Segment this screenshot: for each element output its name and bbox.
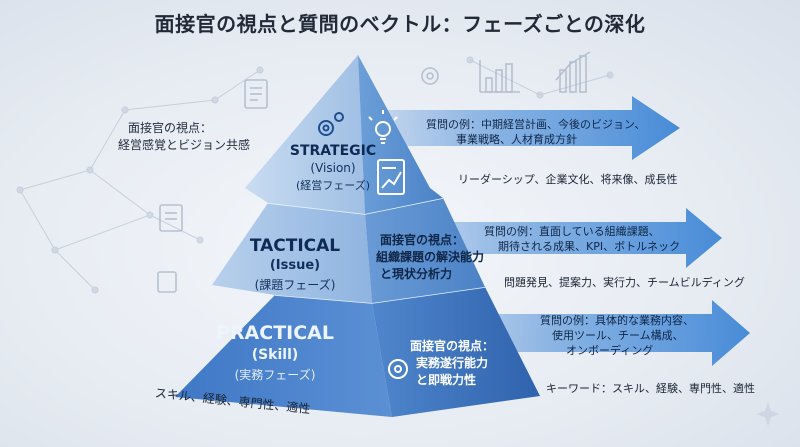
tier-strategic-sub: (Vision) — [310, 161, 356, 175]
practical-perspective-line2: 実務遂行能力 — [416, 356, 489, 370]
practical-perspective-line1: 面接官の視点： — [410, 339, 495, 353]
practical-perspective-line3: と即戦力性 — [416, 373, 477, 387]
tier-practical-phase: (実務フェーズ) — [234, 368, 316, 382]
practical-question-line2: 使用ツール、チーム構成、 — [552, 329, 684, 342]
strategic-question-line2: 事業戦略、人材育成方針 — [456, 133, 577, 146]
sparkle-icon — [756, 402, 780, 426]
gear-icon-practical — [388, 359, 408, 379]
practical-question-line3: オンボーディング — [566, 344, 654, 357]
tactical-perspective-line2: 組織課題の解決能力 — [376, 250, 485, 264]
arrow-strategic — [360, 96, 680, 160]
tier-tactical-name: TACTICAL — [249, 236, 341, 256]
lightbulb-icon — [368, 110, 398, 144]
tactical-perspective-line3: と現状分析力 — [380, 267, 453, 281]
tier-tactical-right — [365, 198, 485, 303]
side-note-line1: 面接官の視点： — [128, 121, 213, 135]
tier-tactical-left — [212, 203, 372, 303]
tier-strategic-name: STRATEGIC — [289, 143, 377, 159]
practical-keywords: キーワード：スキル、経験、専門性、適性 — [546, 382, 755, 395]
network-background — [16, 56, 614, 294]
side-note-line2: 経営感覚とビジョン共感 — [118, 138, 251, 152]
tier-tactical-sub: (Issue) — [269, 258, 321, 273]
tier-strategic-phase: (経営フェーズ) — [295, 179, 371, 192]
tier-practical-name: PRACTICAL — [216, 322, 334, 344]
gear-icon — [318, 112, 344, 136]
tactical-question-line2: 期待される成果、KPI、ボトルネック — [498, 240, 681, 253]
tactical-keywords: 問題発見、提案力、実行力、チームビルディング — [504, 276, 745, 289]
tactical-question-line1: 質問の例：直面している組織課題、 — [484, 225, 660, 238]
tier-tactical-phase: (課題フェーズ) — [254, 278, 336, 292]
chart-document-icon — [377, 159, 405, 195]
tier-practical-sub: (Skill) — [251, 347, 299, 363]
tier-strategic-left — [245, 55, 365, 214]
strategic-keywords: リーダーシップ、企業文化、将来像、成長性 — [458, 173, 678, 186]
tier-strategic-right — [358, 55, 443, 214]
strategic-question-line1: 質問の例：中期経営計画、今後のビジョン、 — [426, 118, 646, 131]
pyramid — [175, 55, 540, 417]
tier-practical-right — [372, 287, 540, 417]
page-title: 面接官の視点と質問のベクトル：フェーズごとの深化 — [154, 12, 646, 36]
practical-question-line1: 質問の例：具体的な業務内容、 — [540, 314, 694, 327]
tactical-perspective-line1: 面接官の視点： — [380, 233, 465, 247]
tier-practical-left — [175, 295, 392, 417]
